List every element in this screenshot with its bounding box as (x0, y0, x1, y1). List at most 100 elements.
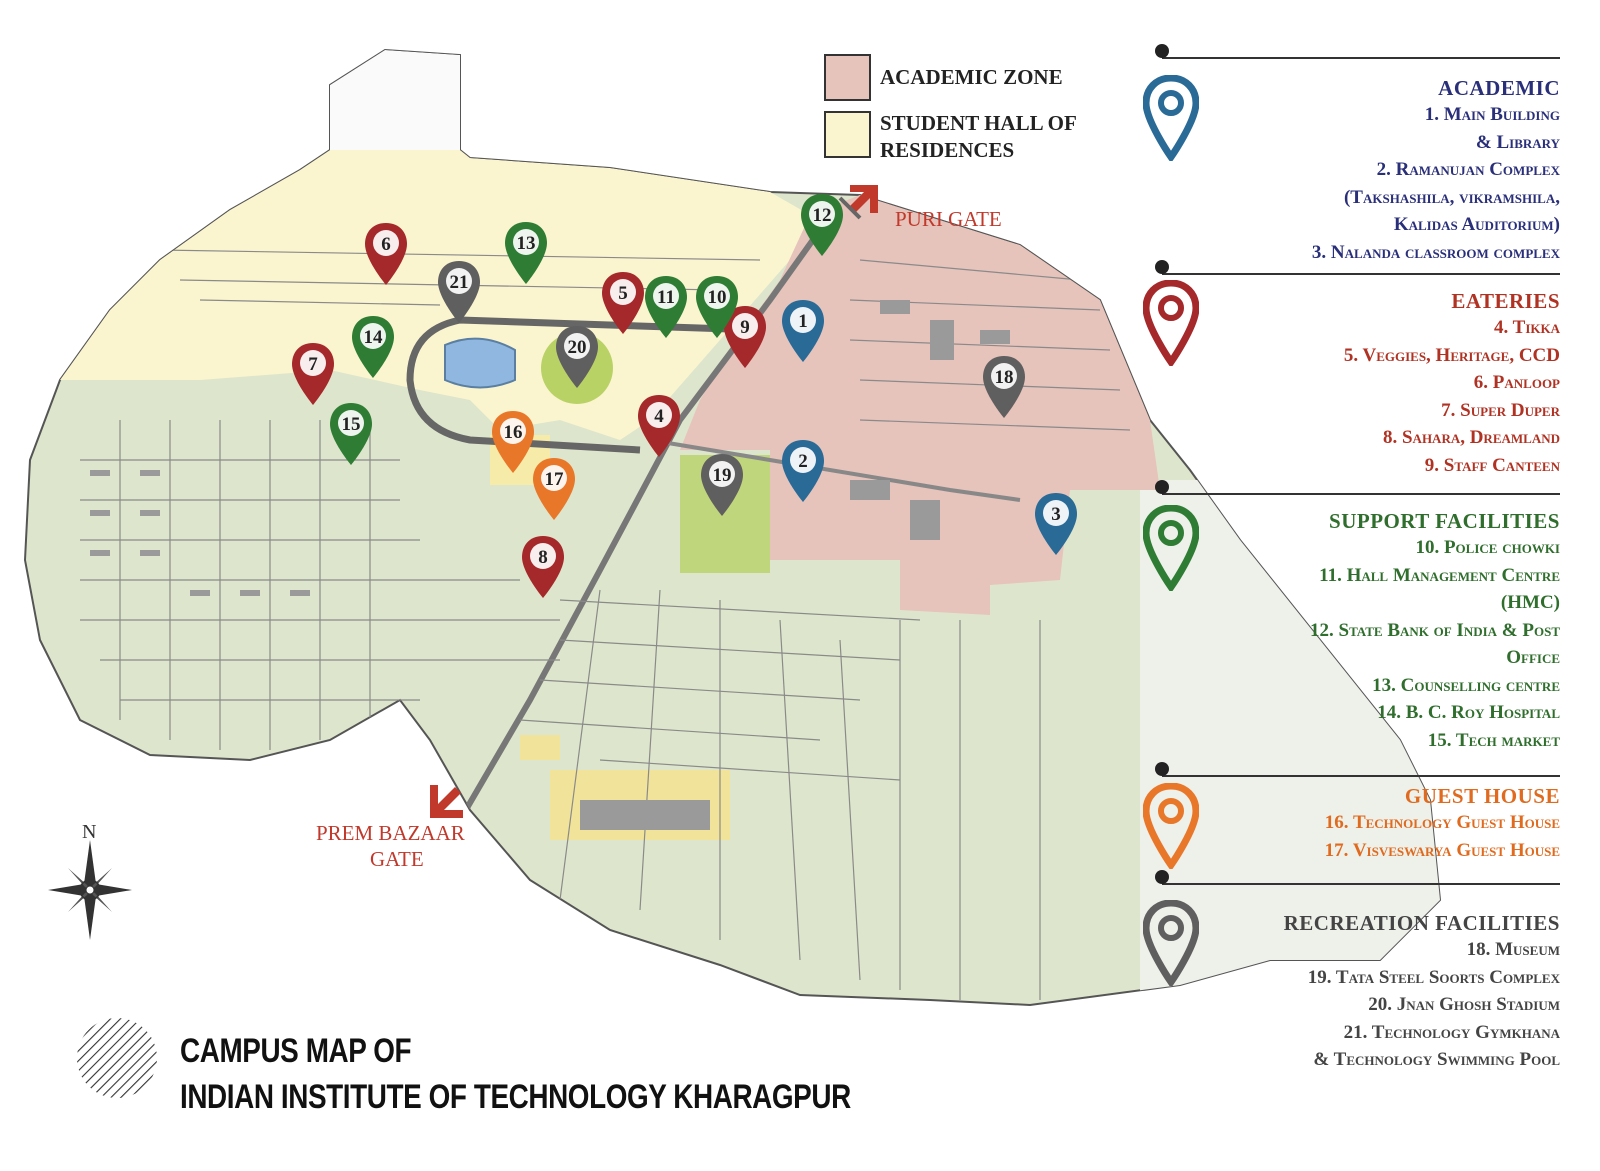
map-marker-19[interactable]: 19 (701, 454, 743, 516)
map-pin-badge (513, 229, 539, 255)
swimming-pool (444, 337, 516, 389)
map-marker-14[interactable]: 14 (352, 316, 394, 378)
academic-pin-icon (1143, 75, 1199, 161)
legend-heading-eateries: EATERIES (1451, 289, 1560, 313)
map-marker-15[interactable]: 15 (330, 403, 372, 465)
map-pin-number: 3 (1051, 504, 1061, 525)
map-marker-18[interactable]: 18 (983, 356, 1025, 418)
legend-rule-academic (1162, 57, 1560, 59)
legend-item: (Takshashila, vikramshila, (1343, 186, 1560, 208)
map-pin-number: 8 (538, 547, 548, 568)
map-pin-badge (300, 350, 326, 376)
student-hall-label-line2: RESIDENCES (880, 138, 1014, 162)
southern-yellow-strip (520, 735, 560, 760)
map-marker-9[interactable]: 9 (724, 306, 766, 368)
prem-bazaar-gate-arrow-icon (430, 785, 463, 818)
student-hall-swatch (824, 111, 871, 158)
map-marker-7[interactable]: 7 (292, 343, 334, 405)
map-pin-badge (709, 461, 735, 487)
legend-item: 1. Main Building (1424, 104, 1560, 125)
map-marker-4[interactable]: 4 (638, 395, 680, 457)
legend-item: 12. State Bank of India & Post (1310, 619, 1560, 641)
map-pin-number: 18 (995, 367, 1014, 388)
legend-item: Kalidas Auditorium) (1393, 214, 1560, 235)
map-pin-number: 16 (504, 422, 523, 443)
map-pin-badge (991, 363, 1017, 389)
eateries-pin-icon (1143, 280, 1199, 366)
map-marker-3[interactable]: 3 (1035, 493, 1077, 555)
legend-item: 21. Technology Gymkhana (1343, 1021, 1560, 1043)
page-title: CAMPUS MAP OF INDIAN INSTITUTE OF TECHNO… (180, 1028, 851, 1120)
legend-rule-guest (1162, 775, 1560, 777)
legend-heading-guest: GUEST HOUSE (1404, 784, 1560, 808)
map-pin-number: 19 (713, 465, 732, 486)
prem-bazaar-gate-label-line1: PREM BAZAAR (316, 821, 465, 845)
map-pin-badge (790, 307, 816, 333)
legend-rule-eateries (1162, 273, 1560, 275)
legend-eateries: EATERIES 4. Tikka 5. Veggies, Heritage, … (1200, 288, 1560, 479)
map-pin-number: 20 (568, 337, 587, 358)
map-pin-number: 13 (517, 233, 536, 254)
map-pin-number: 12 (813, 205, 832, 226)
map-pin-badge (446, 268, 472, 294)
map-marker-1[interactable]: 1 (782, 300, 824, 362)
legend-item: 8. Sahara, Dreamland (1382, 427, 1560, 448)
map-marker-17[interactable]: 17 (533, 458, 575, 520)
map-pin-number: 21 (450, 272, 469, 293)
legend-item: 16. Technology Guest House (1324, 812, 1560, 833)
map-pin-number: 15 (342, 414, 361, 435)
legend-dot-eateries (1155, 260, 1169, 274)
legend-support: SUPPORT FACILITIES 10. Police chowki 11.… (1200, 508, 1560, 754)
legend-recreation: RECREATION FACILITIES 18. Museum 19. Tat… (1200, 910, 1560, 1074)
legend-heading-recreation: RECREATION FACILITIES (1283, 911, 1560, 935)
legend-item: 2. Ramanujan Complex (1376, 159, 1560, 180)
map-pin-badge (610, 279, 636, 305)
map-pin-badge (790, 447, 816, 473)
legend-item: & Library (1475, 131, 1560, 153)
legend-heading-support: SUPPORT FACILITIES (1329, 509, 1560, 533)
puri-gate-label: PURI GATE (895, 207, 1002, 231)
map-pin-badge (646, 402, 672, 428)
legend-item: 11. Hall Management Centre (1319, 564, 1560, 586)
map-marker-10[interactable]: 10 (696, 276, 738, 338)
map-pin-badge (541, 465, 567, 491)
map-pin-badge (338, 410, 364, 436)
prem-bazaar-gate-label-line2: GATE (370, 847, 424, 871)
map-marker-16[interactable]: 16 (492, 411, 534, 473)
legend-item: 6. Panloop (1473, 372, 1560, 393)
map-pin-badge (809, 201, 835, 227)
map-marker-20[interactable]: 20 (556, 326, 598, 388)
map-pin-number: 9 (740, 317, 750, 338)
legend-item: (HMC) (1500, 592, 1560, 613)
compass-north-label: N (82, 821, 96, 843)
map-marker-11[interactable]: 11 (645, 276, 687, 338)
map-marker-2[interactable]: 2 (782, 440, 824, 502)
main-road (457, 228, 823, 822)
legend-item: 9. Staff Canteen (1424, 454, 1560, 476)
map-marker-5[interactable]: 5 (602, 272, 644, 334)
recreation-pin-icon (1143, 900, 1199, 986)
map-pin-number: 11 (657, 287, 675, 308)
compass-rose-icon (48, 840, 132, 940)
map-marker-13[interactable]: 13 (505, 222, 547, 284)
map-marker-6[interactable]: 6 (365, 223, 407, 285)
map-marker-12[interactable]: 12 (801, 194, 843, 256)
map-pin-number: 7 (308, 354, 318, 375)
legend-item: 15. Tech market (1427, 729, 1560, 751)
legend-item: 17. Visveswarya Guest House (1324, 839, 1560, 861)
legend-item: 4. Tikka (1493, 317, 1560, 338)
map-marker-8[interactable]: 8 (522, 536, 564, 598)
map-marker-21[interactable]: 21 (438, 261, 480, 323)
legend-item: 20. Jnan Ghosh Stadium (1368, 994, 1560, 1015)
building-dots (90, 300, 1010, 830)
map-pin-badge (653, 283, 679, 309)
legend-dot-guest (1155, 762, 1169, 776)
student-hall-label-line1: STUDENT HALL OF (880, 111, 1077, 135)
legend-rule-recreation (1162, 883, 1560, 885)
north-white-area (330, 50, 460, 150)
title-line2: INDIAN INSTITUTE OF TECHNOLOGY KHARAGPUR (180, 1078, 851, 1116)
map-pin-badge (530, 543, 556, 569)
legend-item: 10. Police chowki (1415, 537, 1560, 558)
map-pin-badge (360, 323, 386, 349)
